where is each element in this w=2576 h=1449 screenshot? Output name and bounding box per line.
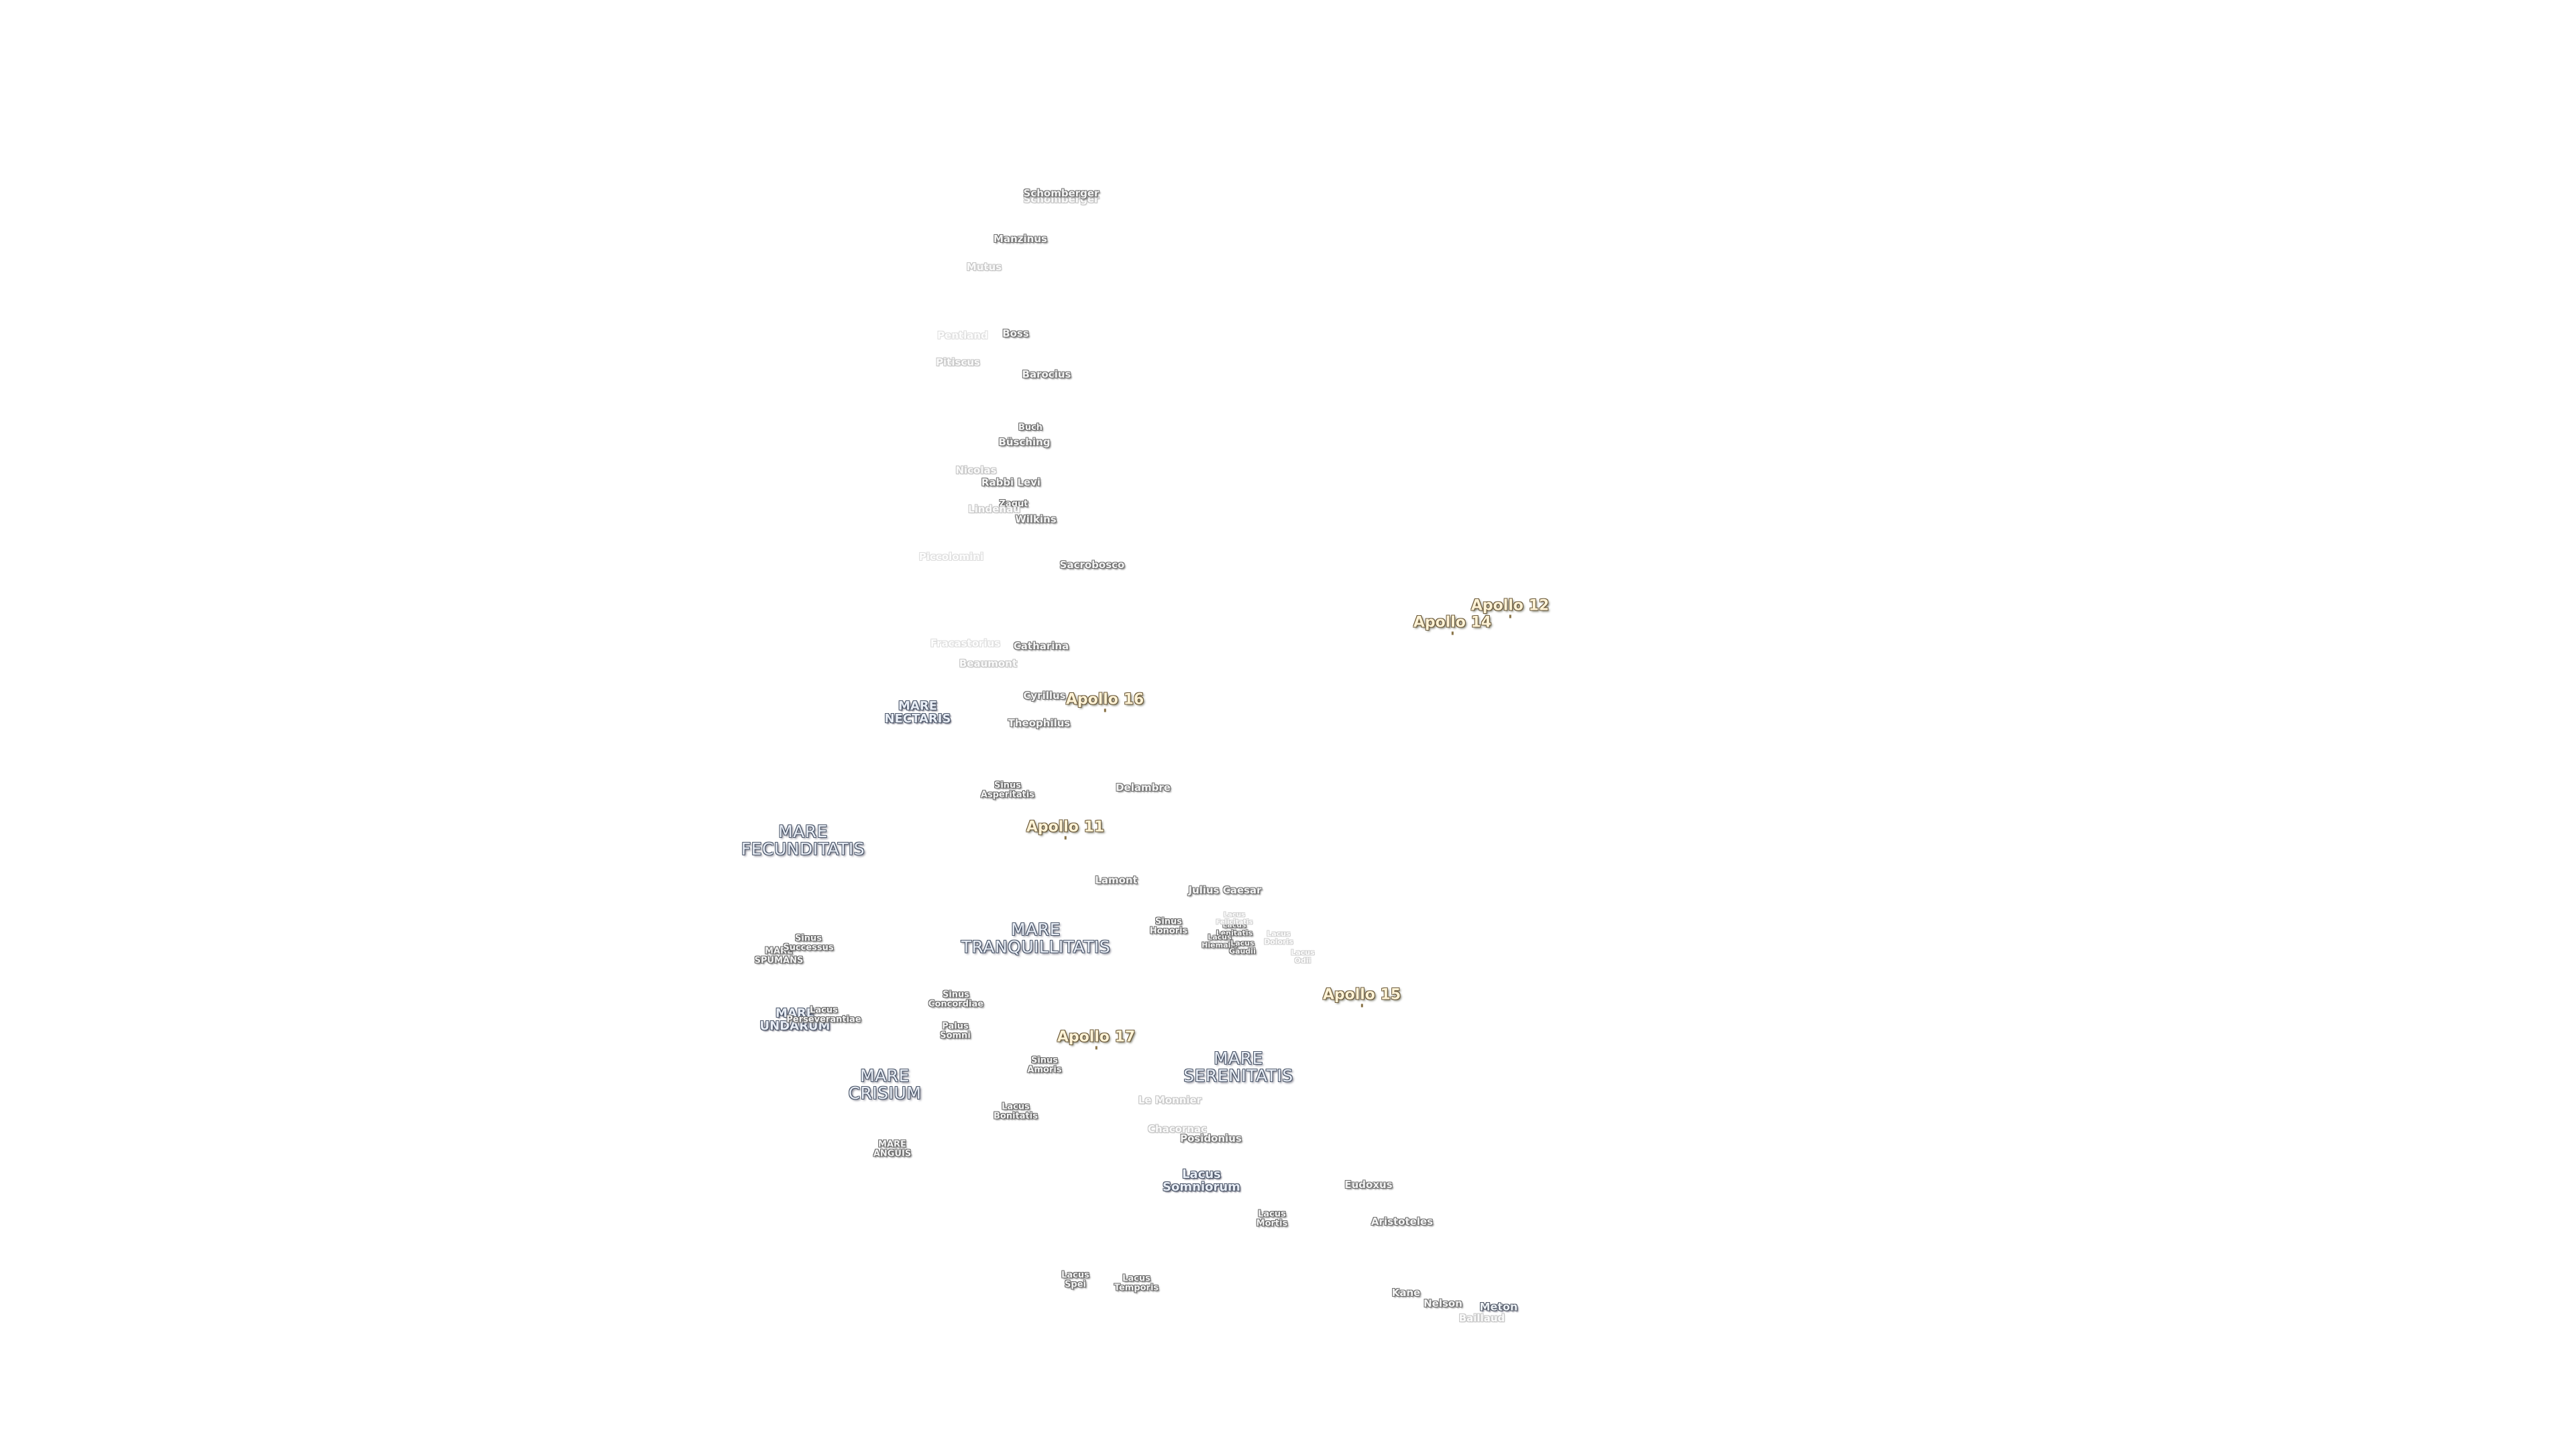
mare-label-crisium[interactable]: MARE CRISIUM xyxy=(848,1065,922,1103)
crater-label-pitiscus[interactable]: Pitiscus xyxy=(936,356,980,369)
lacus-label-temporis[interactable]: Lacus Temporis xyxy=(1114,1273,1159,1293)
apollo-11-site[interactable]: Apollo 11 xyxy=(1026,818,1105,840)
lacus-label-mortis[interactable]: Lacus Mortis xyxy=(1256,1209,1288,1228)
crater-label-theophilus[interactable]: Theophilus xyxy=(1008,717,1071,730)
apollo-12-site[interactable]: Apollo 12 xyxy=(1470,597,1550,619)
apollo-15-site[interactable]: Apollo 15 xyxy=(1322,986,1401,1008)
crater-label-lamont[interactable]: Lamont xyxy=(1095,874,1138,887)
mare-label-anguis[interactable]: MARE ANGUIS xyxy=(873,1139,912,1159)
lacus-label-odii[interactable]: Lacus Odii xyxy=(1291,948,1315,965)
lacus-label-lenitatis[interactable]: Lacus Lenitatis xyxy=(1216,920,1253,937)
mare-label-serenitatis[interactable]: MARE SERENITATIS xyxy=(1183,1048,1293,1085)
crater-label-meton[interactable]: Meton xyxy=(1479,1300,1518,1313)
crater-label-nicolas[interactable]: Nicolas xyxy=(955,464,997,477)
crater-label-lindenau[interactable]: Lindenau xyxy=(968,503,1020,516)
crater-label-cyrillus[interactable]: Cyrillus xyxy=(1023,690,1066,702)
apollo-16-site[interactable]: Apollo 16 xyxy=(1065,691,1144,712)
mare-label-tranquillitatis[interactable]: MARE TRANQUILLITATIS xyxy=(961,919,1111,957)
crater-label-manzinus[interactable]: Manzinus xyxy=(994,233,1047,246)
palus-label-somni[interactable]: Palus Somni xyxy=(940,1021,971,1040)
crater-label-fracastorius[interactable]: Fracastorius xyxy=(930,637,1001,650)
lacus-label-perseverantiae[interactable]: Lacus Perseverantiae xyxy=(786,1005,861,1024)
sinus-label-concordiae[interactable]: Sinus Concordiae xyxy=(928,989,984,1009)
crater-label-buch[interactable]: Buch xyxy=(1018,423,1043,433)
crater-label-busching[interactable]: Büsching xyxy=(998,436,1051,449)
mare-label-nectaris[interactable]: MARE NECTARIS xyxy=(884,699,951,726)
mare-label-spumans[interactable]: MARE SPUMANS xyxy=(754,946,804,965)
crater-label-rabbi-levi[interactable]: Rabbi Levi xyxy=(981,476,1041,489)
sinus-label-successus[interactable]: Sinus Successus xyxy=(783,933,834,953)
lacus-label-gaudii[interactable]: Lacus Gaudii xyxy=(1229,938,1256,955)
lacus-label-hiemalis[interactable]: Lacus Hiemalis xyxy=(1201,932,1238,949)
crater-label-boss[interactable]: Boss xyxy=(1002,327,1029,340)
lacus-label-somniorum[interactable]: Lacus Somniorum xyxy=(1163,1167,1240,1194)
crater-label-sacrobosco[interactable]: Sacrobosco xyxy=(1059,559,1125,572)
apollo-17-site[interactable]: Apollo 17 xyxy=(1057,1028,1136,1050)
crater-label-delambre[interactable]: Delambre xyxy=(1116,782,1171,794)
crater-label-barocius[interactable]: Barocius xyxy=(1022,368,1071,381)
crater-label-schomberger[interactable]: Schomberger xyxy=(1023,187,1099,200)
lacus-label-bonitatis[interactable]: Lacus Bonitatis xyxy=(994,1102,1038,1121)
lacus-label-felicitatis[interactable]: Lacus Felicitatis xyxy=(1216,911,1253,926)
apollo-14-site[interactable]: Apollo 14 xyxy=(1413,614,1492,635)
crater-label-beaumont[interactable]: Beaumont xyxy=(959,657,1018,670)
crater-label-zagut[interactable]: Zagut xyxy=(999,499,1028,510)
sinus-label-honoris[interactable]: Sinus Honoris xyxy=(1149,916,1188,936)
crater-label-mutus[interactable]: Mutus xyxy=(966,261,1002,274)
crater-label-pentland[interactable]: Pentland xyxy=(937,329,988,342)
crater-label-aristoteles[interactable]: Aristoteles xyxy=(1371,1216,1434,1228)
crater-label-posidonius[interactable]: Posidonius xyxy=(1180,1132,1242,1145)
lacus-label-doloris[interactable]: Lacus Doloris xyxy=(1264,929,1293,946)
crater-label-catharina[interactable]: Catharina xyxy=(1013,640,1069,653)
sinus-label-asperitatis[interactable]: Sinus Asperitatis xyxy=(980,780,1035,800)
sinus-label-amoris[interactable]: Sinus Amoris xyxy=(1027,1055,1062,1075)
crater-label-baillaud[interactable]: Baillaud xyxy=(1458,1312,1505,1325)
crater-label-nelson[interactable]: Nelson xyxy=(1424,1297,1462,1310)
crater-label-julius-caesar[interactable]: Julius Caesar xyxy=(1188,884,1262,897)
mare-label-fecunditatis[interactable]: MARE FECUNDITATIS xyxy=(741,821,865,859)
crater-label-kane[interactable]: Kane xyxy=(1391,1287,1421,1299)
crater-label-wilkins[interactable]: Wilkins xyxy=(1015,513,1057,526)
crater-label-chacornac[interactable]: Chacornac xyxy=(1147,1123,1208,1136)
crater-label-eudoxus[interactable]: Eudoxus xyxy=(1344,1179,1393,1191)
crater-label-schomberger-shadow: Schomberger xyxy=(1023,193,1099,206)
crater-label-le-monnier[interactable]: Le Monnier xyxy=(1138,1094,1202,1107)
mare-label-undarum[interactable]: MARE UNDARUM xyxy=(759,1006,830,1033)
crater-label-piccolomini[interactable]: Piccolomini xyxy=(918,551,984,564)
lacus-label-spei[interactable]: Lacus Spei xyxy=(1061,1270,1089,1289)
